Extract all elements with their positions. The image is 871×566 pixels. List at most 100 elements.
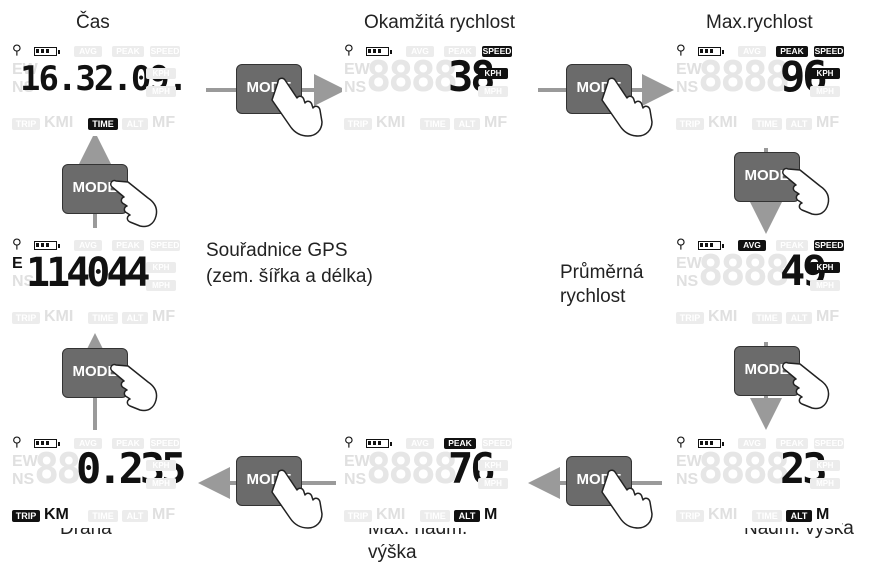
satellite-icon: ⚲	[344, 43, 354, 58]
label-max-nadm-vyska: výška	[368, 542, 417, 563]
trip-indicator: TRIP	[676, 118, 704, 130]
kmi-indicator: KMI	[708, 308, 738, 325]
speed-indicator: SPEED	[482, 438, 512, 449]
mode-button[interactable]: MODE	[734, 152, 800, 202]
battery-icon	[34, 47, 60, 56]
peak-indicator: PEAK	[444, 46, 476, 57]
mph-indicator: MPH	[810, 280, 840, 291]
ew-indicator: EW	[676, 61, 702, 78]
alt-indicator: ALT	[786, 118, 812, 130]
mph-indicator: MPH	[478, 478, 508, 489]
avg-indicator: AVG	[406, 438, 434, 449]
alt-indicator: ALT	[454, 510, 480, 522]
alt-indicator: ALT	[454, 118, 480, 130]
mph-indicator: MPH	[810, 86, 840, 97]
avg-indicator: AVG	[738, 240, 766, 251]
hand-pointer-icon	[601, 469, 653, 529]
mf-indicator: MF	[816, 308, 840, 325]
kph-indicator: KPH	[810, 262, 840, 273]
ew-indicator: EW	[676, 453, 702, 470]
hand-pointer-icon	[271, 469, 323, 529]
ns-indicator: NS	[676, 471, 699, 488]
speed-indicator: SPEED	[814, 46, 844, 57]
kph-indicator: KPH	[478, 460, 508, 471]
battery-icon	[698, 241, 724, 250]
ns-indicator: NS	[12, 79, 35, 96]
avg-indicator: AVG	[738, 46, 766, 57]
satellite-icon: ⚲	[676, 237, 686, 252]
ew-indicator: EW	[676, 255, 702, 272]
avg-indicator: AVG	[74, 438, 102, 449]
segment-readout: 114044	[26, 250, 150, 296]
ns-indicator: NS	[676, 273, 699, 290]
alt-indicator: ALT	[122, 510, 148, 522]
lcd-display-cas: ⚲ AVG PEAK SPEED EW NS 16.32.09. KPH MPH…	[10, 42, 188, 136]
hand-pointer-icon	[110, 363, 158, 412]
segment-ghost: 8888	[366, 444, 458, 493]
kph-indicator: KPH	[810, 460, 840, 471]
mf-indicator: MF	[484, 114, 508, 131]
kph-indicator: KPH	[146, 460, 176, 471]
peak-indicator: PEAK	[444, 438, 476, 449]
battery-icon	[366, 47, 392, 56]
mph-indicator: MPH	[810, 478, 840, 489]
time-indicator: TIME	[88, 510, 118, 522]
mf-indicator: MF	[816, 114, 840, 131]
mph-indicator: MPH	[146, 86, 176, 97]
avg-indicator: AVG	[74, 240, 102, 251]
speed-indicator: SPEED	[482, 46, 512, 57]
trip-indicator: TRIP	[676, 312, 704, 324]
avg-indicator: AVG	[406, 46, 434, 57]
ns-indicator: NS	[344, 79, 367, 96]
kmi-indicator: KMI	[376, 506, 406, 523]
ns-indicator: NS	[12, 471, 35, 488]
trip-indicator: TRIP	[12, 118, 40, 130]
time-indicator: TIME	[420, 510, 450, 522]
kph-indicator: KPH	[146, 262, 176, 273]
hand-pointer-icon	[782, 167, 830, 216]
peak-indicator: PEAK	[776, 46, 808, 57]
e-indicator: E	[12, 255, 23, 272]
alt-indicator: ALT	[122, 118, 148, 130]
kmi-indicator: KMI	[708, 506, 738, 523]
satellite-icon: ⚲	[344, 435, 354, 450]
battery-icon	[34, 241, 60, 250]
label-cas: Čas	[76, 12, 110, 33]
peak-indicator: PEAK	[776, 240, 808, 251]
satellite-icon: ⚲	[12, 43, 22, 58]
label-okamzita-rychlost: Okamžitá rychlost	[364, 12, 515, 33]
ew-indicator: EW	[12, 61, 38, 78]
trip-indicator: TRIP	[12, 312, 40, 324]
alt-indicator: ALT	[786, 312, 812, 324]
mph-indicator: MPH	[478, 86, 508, 97]
kph-indicator: KPH	[810, 68, 840, 79]
kmi-indicator: KMI	[376, 114, 406, 131]
m-indicator: M	[484, 506, 498, 523]
alt-indicator: ALT	[786, 510, 812, 522]
peak-indicator: PEAK	[112, 240, 144, 251]
speed-indicator: SPEED	[150, 438, 180, 449]
label-max-rychlost: Max.rychlost	[706, 12, 813, 33]
lcd-display-prumerna: ⚲ AVG PEAK SPEED EW NS 8888 49 KPH MPH T…	[674, 236, 844, 330]
mph-indicator: MPH	[146, 478, 176, 489]
time-indicator: TIME	[752, 510, 782, 522]
mf-indicator: MF	[152, 506, 176, 523]
avg-indicator: AVG	[738, 438, 766, 449]
trip-indicator: TRIP	[344, 118, 372, 130]
speed-indicator: SPEED	[150, 240, 180, 251]
kph-indicator: KPH	[478, 68, 508, 79]
lcd-display-draha: ⚲ AVG PEAK SPEED EW NS 88 0.235 KPH MPH …	[10, 434, 186, 528]
time-indicator: TIME	[752, 312, 782, 324]
kmi-indicator: KMI	[44, 308, 74, 325]
ew-indicator: EW	[344, 453, 370, 470]
mf-indicator: MF	[152, 308, 176, 325]
time-indicator: TIME	[752, 118, 782, 130]
battery-icon	[698, 47, 724, 56]
time-indicator: TIME	[88, 118, 118, 130]
peak-indicator: PEAK	[112, 46, 144, 57]
segment-ghost: 8888	[366, 52, 458, 101]
ns-indicator: NS	[344, 471, 367, 488]
battery-icon	[366, 439, 392, 448]
battery-icon	[34, 439, 60, 448]
